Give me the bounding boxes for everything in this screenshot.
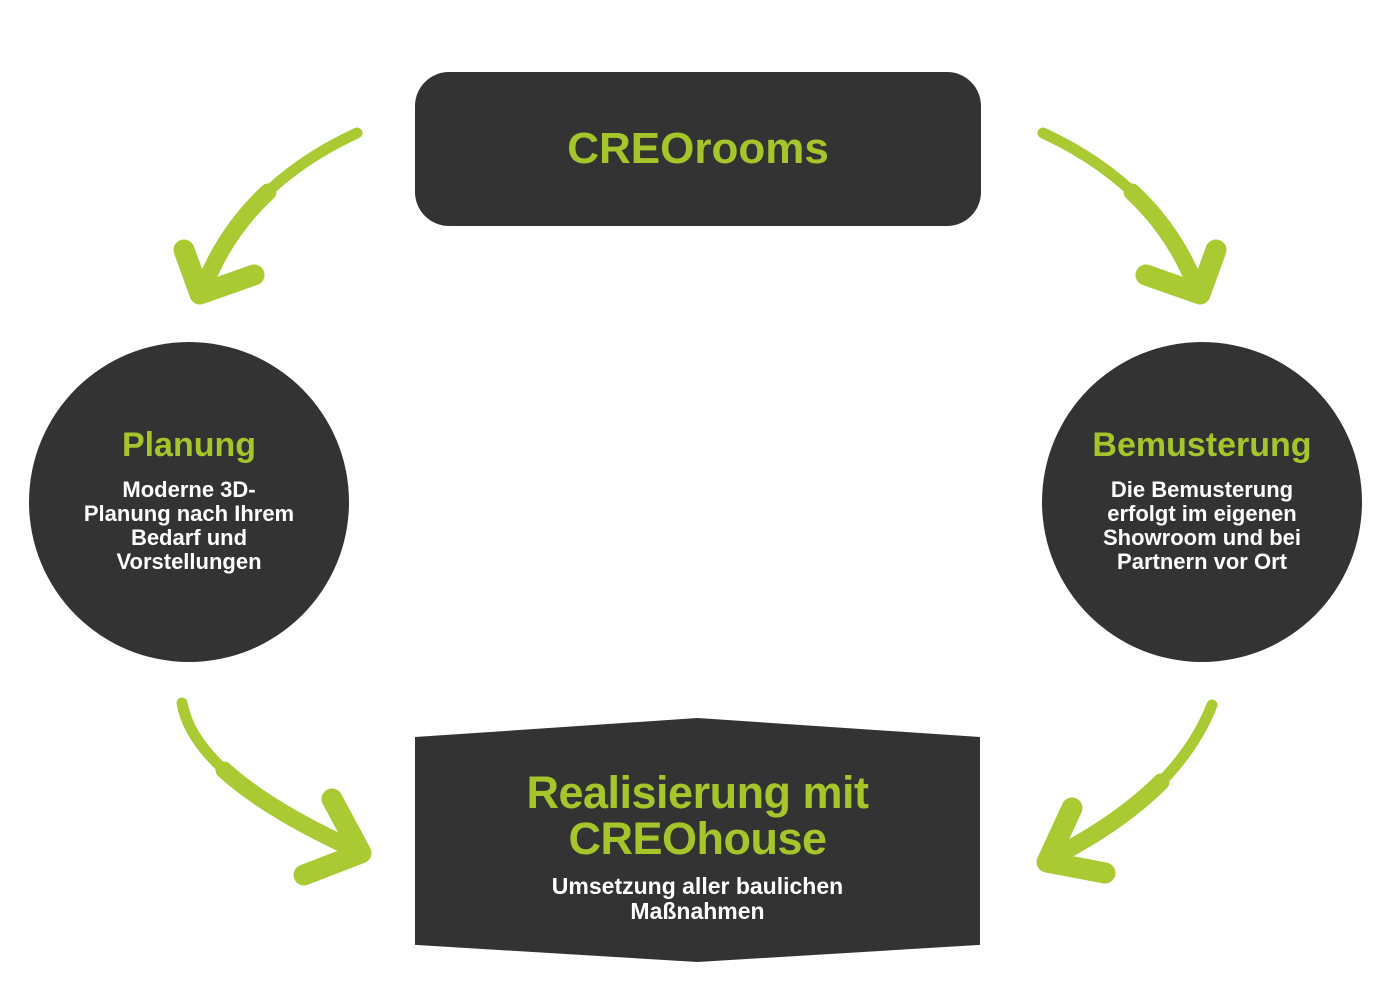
node-creorooms-title: CREOrooms — [567, 124, 829, 173]
node-realisierung: Realisierung mit CREOhouse Umsetzung all… — [415, 718, 980, 962]
arrow-down-left-icon — [173, 127, 363, 305]
arrow-head — [1036, 797, 1116, 884]
arrow-head — [293, 788, 372, 886]
node-realisierung-description: Umsetzung aller baulichen Maßnahmen — [551, 873, 844, 924]
arrow-right-down-icon — [176, 697, 372, 886]
node-planung: Planung Moderne 3D- Planung nach Ihrem B… — [29, 342, 349, 662]
arrow-shaft — [176, 697, 366, 858]
arrow-shaft — [215, 761, 369, 861]
arrow-shaft — [196, 127, 363, 298]
node-planung-description: Moderne 3D- Planung nach Ihrem Bedarf un… — [83, 477, 295, 574]
arrow-shaft — [193, 183, 277, 301]
arrow-shaft — [1039, 773, 1170, 869]
arrow-head — [1135, 239, 1227, 305]
arrow-shaft — [1042, 699, 1218, 866]
node-creorooms: CREOrooms — [415, 72, 981, 226]
node-bemusterung-description: Die Bemusterung erfolgt im eigenen Showr… — [1103, 477, 1301, 574]
arrow-head — [173, 239, 265, 305]
arrow-shaft — [1037, 127, 1204, 298]
node-realisierung-heading: Realisierung mit CREOhouse — [526, 767, 869, 864]
node-bemusterung: Bemusterung Die Bemusterung erfolgt im e… — [1042, 342, 1362, 662]
node-planung-heading: Planung — [121, 426, 257, 464]
arrow-left-down-icon — [1036, 699, 1218, 884]
arrow-down-right-icon — [1037, 127, 1227, 305]
node-bemusterung-heading: Bemusterung — [1092, 426, 1312, 464]
arrow-shaft — [1123, 183, 1207, 301]
